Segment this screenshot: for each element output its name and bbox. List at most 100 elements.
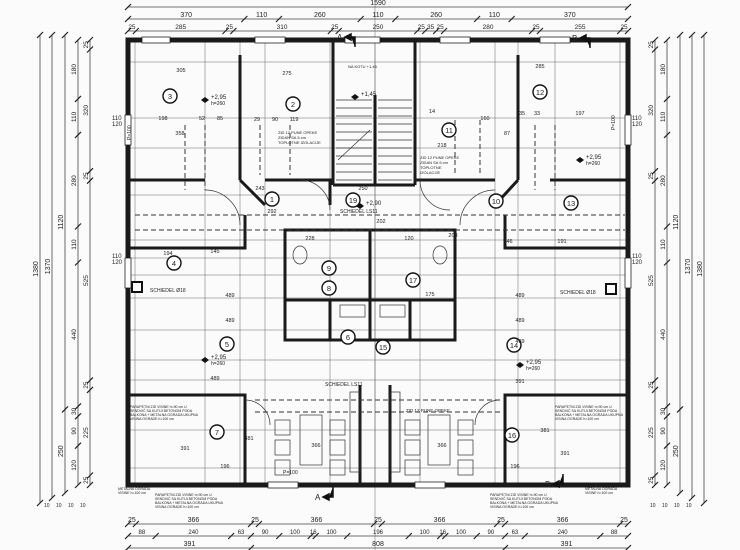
room-number-circle — [340, 329, 356, 345]
right-chain5-dimension-tick — [651, 46, 659, 53]
bottom-chain2-dimension-label: 90 — [262, 530, 269, 536]
bottom-chain2-dimension-tick — [501, 532, 509, 540]
left-chain5-dimension-label: 25 — [83, 172, 90, 180]
bottom-chain1-dimension-tick — [501, 520, 509, 528]
left-chain5-dimension-tick — [86, 386, 94, 394]
bottom-chain1-dimension-label: 366 — [188, 517, 200, 524]
room-dimension: 196 — [220, 464, 229, 470]
top-chain1-dimension-tick — [508, 15, 516, 23]
room-dimension: 160 — [480, 116, 489, 122]
right-chain5-dimension-tick — [651, 386, 659, 394]
bottom-chain1-dimension-tick — [124, 520, 132, 528]
room-dimension: 489 — [515, 293, 524, 299]
top-chain1-dimension-tick — [624, 15, 632, 23]
left-chain5-dimension-label: 25 — [83, 476, 90, 484]
bottom-chain2-dimension-tick — [521, 532, 529, 540]
window-label-bottom: P=100 — [283, 470, 298, 476]
bottom-chain1-dimension-label: 25 — [620, 517, 628, 524]
room-number-8: 8 — [327, 284, 331, 293]
top-chain2-dimension-label: 25 — [532, 24, 540, 31]
bottom-chain1-dimension-tick — [493, 520, 501, 528]
room-dimension: 198 — [158, 116, 167, 122]
room-dimension: 14 — [429, 109, 435, 115]
opening-height: 120 — [112, 122, 123, 128]
opening-width: 110 — [632, 116, 642, 122]
room-number-circle — [488, 193, 504, 209]
bottom-chain2-dimension-tick — [596, 532, 604, 540]
bottom-chain2-dimension-label: 16 — [310, 530, 317, 536]
bottom-chain2-dimension-tick — [307, 532, 315, 540]
room-dimension: 391 — [180, 446, 189, 452]
left-outer2-dimension-tick — [48, 31, 56, 39]
room-dimension: 35 — [519, 111, 525, 117]
right-chain4-dimension-label: 110 — [660, 111, 667, 122]
room-dimension: 228 — [305, 236, 314, 242]
room-number-10: 10 — [492, 197, 500, 206]
room-dimension: 218 — [437, 143, 446, 149]
bottom-chain1-dimension-tick — [132, 520, 140, 528]
opening-height: 120 — [112, 260, 123, 266]
top-total-dimension-tick — [124, 3, 132, 11]
room-dimension: 33 — [534, 111, 540, 117]
room-number-14: 14 — [510, 341, 518, 350]
room-dimension: 90 — [272, 117, 278, 123]
right-chain4-dimension-label: 110 — [660, 239, 667, 250]
walls — [125, 37, 631, 488]
top-chain2-dimension-tick — [222, 27, 229, 35]
right-chain5-dimension-label: 25 — [648, 476, 655, 484]
room-number-circle — [375, 339, 391, 355]
left-chain5-dimension-tick — [86, 46, 94, 53]
bottom-chain3-dimension-tick — [125, 544, 132, 550]
chimney-label-center-left: SCHIEDEL LS11 — [325, 382, 363, 388]
room-dimension: 489 — [515, 318, 524, 324]
bottom-chain2-dimension-tick — [624, 532, 632, 540]
room-number-7: 7 — [215, 428, 219, 437]
room-dimension: 175 — [425, 292, 434, 298]
right-chain4-dimension-tick — [663, 131, 671, 139]
right-chain4-dimension-label: 120 — [660, 460, 667, 471]
room-dimension: 191 — [557, 239, 566, 245]
left-chain4-dimension-tick — [74, 403, 82, 410]
top-chain2-dimension-tick — [624, 27, 632, 35]
stair-cut-line — [337, 129, 371, 161]
bottom-chain2-dimension-tick — [312, 532, 320, 540]
left-chain5-dimension-tick — [86, 167, 94, 175]
room-dimension: 120 — [404, 236, 413, 242]
metal-fence-note-left: METALNA OGRADA VISINE h=100 cm — [118, 487, 151, 495]
right-chain5-dimension-tick — [651, 177, 659, 185]
top-chain2-dimension-tick — [124, 27, 132, 35]
top-chain1-dimension-tick — [240, 15, 248, 23]
right-chain5-dimension-label: 320 — [648, 105, 655, 116]
left-outer2-dimension-tick — [48, 494, 56, 502]
elevation-level: +1,45 — [361, 92, 377, 98]
room-number-6: 6 — [346, 333, 350, 342]
wall-rooms-11-12 — [415, 55, 628, 207]
right-chain5-dimension-label: 525 — [648, 275, 655, 286]
top-chain2-dimension-label: 285 — [175, 24, 186, 31]
right-chain4-dimension-label: 30 — [660, 407, 667, 415]
right-chain5-dimension-tick — [651, 376, 659, 384]
bottom-chain2-dimension-label: 63 — [238, 530, 245, 536]
left-chain4-dimension-tick — [74, 95, 82, 103]
elevation-level: +2,95 — [586, 155, 602, 161]
room-dimension: 275 — [282, 71, 291, 77]
opening-height: 120 — [632, 122, 643, 128]
room-number-circle — [405, 272, 421, 288]
bottom-chain2-dimension-tick — [227, 532, 235, 540]
room-number-circle — [166, 255, 182, 271]
room-dimension: 29 — [254, 117, 260, 123]
top-chain2-dimension-tick — [413, 27, 421, 35]
left-chain4-dimension-tick — [74, 131, 82, 139]
top-chain2-dimension-tick — [132, 27, 140, 35]
bottom-chain3-dimension-tick — [248, 544, 255, 550]
parapet-note-top-left: PARAPETNI ZID VISINE h=90 cm U SENDVIČ S… — [130, 405, 198, 421]
room-number-circle — [563, 195, 579, 211]
section-label-B: B — [572, 34, 577, 43]
left-chain4-dimension-label: 280 — [71, 175, 78, 186]
bottom-chain2-dimension-label: 100 — [290, 530, 301, 536]
elevation-level: +2,95 — [526, 360, 542, 366]
bottom-chain1-dimension-label: 25 — [128, 517, 136, 524]
bottom-chain1-dimension-label: 25 — [497, 517, 505, 524]
bottom-chain1-dimension-label: 25 — [374, 517, 382, 524]
